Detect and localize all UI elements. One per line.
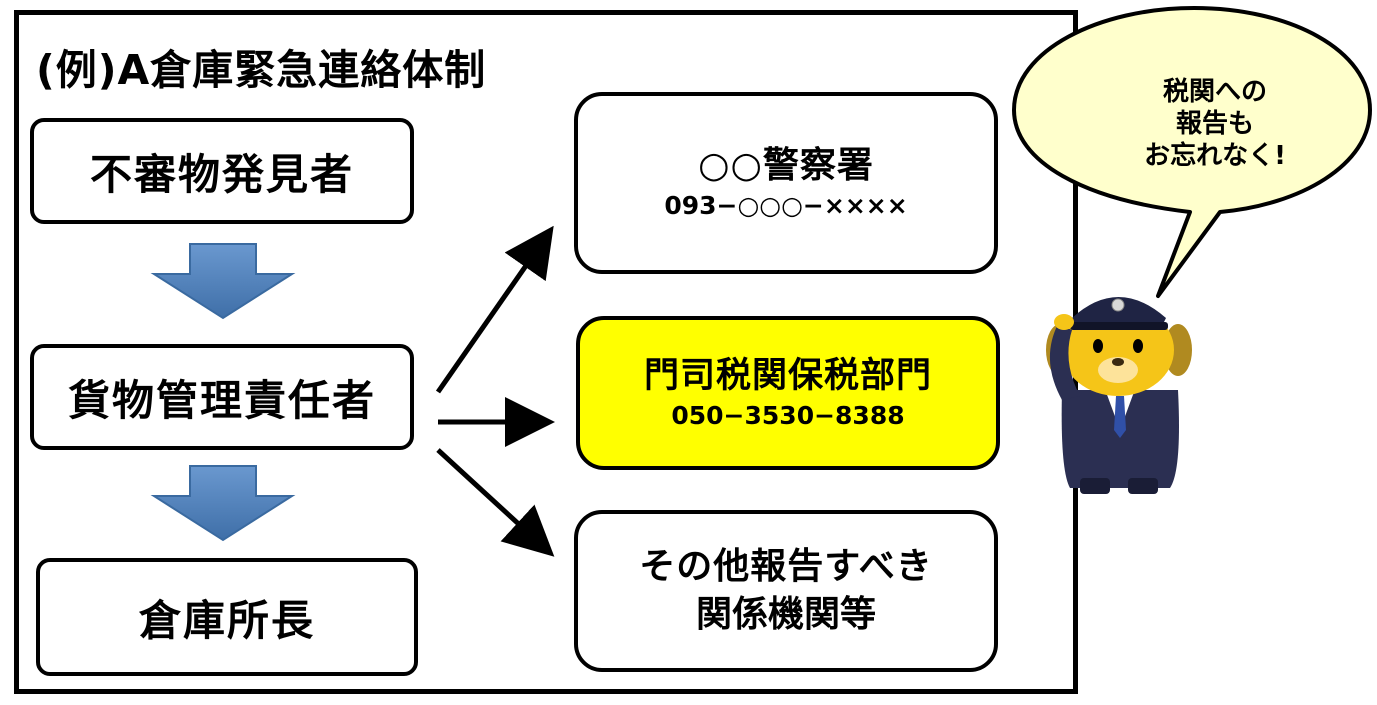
other-agencies-line2: 関係機関等: [695, 594, 876, 635]
speech-bubble-text: 税関への 報告も お忘れなく!: [1080, 76, 1350, 172]
bubble-line1: 税関への: [1162, 77, 1267, 107]
bubble-line2: 報告も: [1175, 109, 1254, 139]
police-phone: 093−○○○−××××: [664, 191, 908, 220]
police-name: ○○警察署: [698, 145, 874, 186]
warehouse-head-box: 倉庫所長: [36, 558, 418, 676]
speech-bubble-shape: [1012, 6, 1372, 298]
arrow-to-police: [435, 225, 554, 394]
police-box: ○○警察署 093−○○○−××××: [574, 92, 998, 274]
warehouse-head-label: 倉庫所長: [138, 595, 315, 645]
customs-phone: 050−3530−8388: [671, 401, 905, 430]
cargo-manager-box: 貨物管理責任者: [30, 344, 414, 450]
other-agencies-box: その他報告すべき 関係機関等: [574, 510, 998, 672]
bubble-line3: お忘れなく!: [1144, 141, 1286, 171]
arrow-to-other-agencies: [436, 448, 555, 557]
customs-name: 門司税関保税部門: [643, 356, 932, 396]
customs-officer-dog-mascot-icon: [1046, 297, 1192, 494]
other-agencies-line1: その他報告すべき: [639, 546, 933, 587]
discoverer-label: 不審物発見者: [89, 149, 354, 199]
down-arrow-icon: [150, 465, 296, 542]
customs-box: 門司税関保税部門 050−3530−8388: [576, 316, 1000, 470]
down-arrow-icon: [150, 243, 296, 320]
diagram-title: (例)A倉庫緊急連絡体制: [36, 46, 487, 94]
discoverer-box: 不審物発見者: [30, 118, 414, 224]
cargo-manager-label: 貨物管理責任者: [67, 375, 376, 425]
